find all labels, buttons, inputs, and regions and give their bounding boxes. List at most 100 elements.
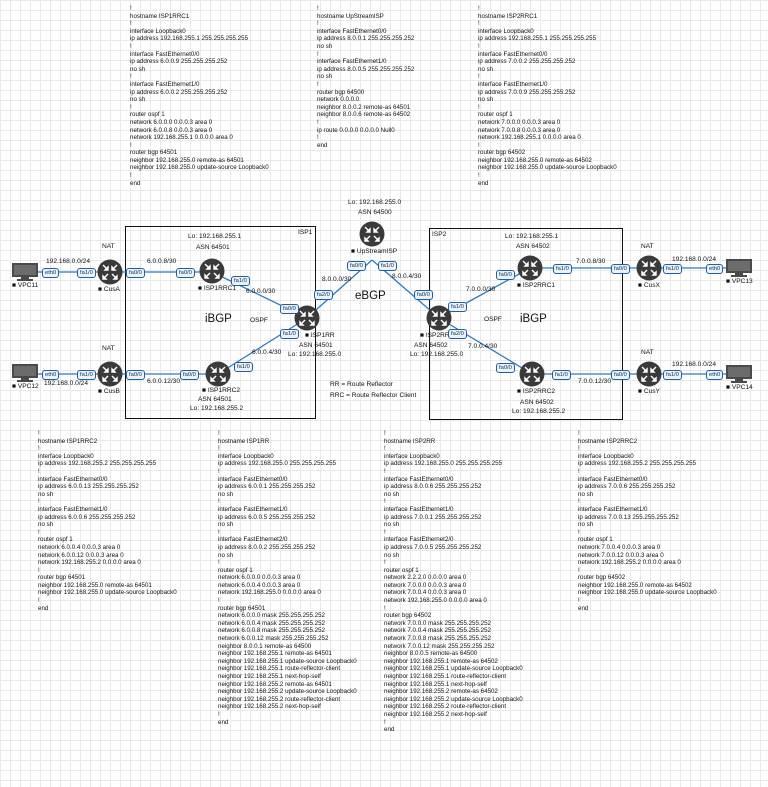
isp2rrc2-node[interactable] xyxy=(519,361,545,392)
config-line: network 192.168.255.2 0.0.0.0 area 0 xyxy=(38,559,141,567)
config-line: interface FastEthernet1/0 xyxy=(478,80,548,88)
vpc13-node[interactable] xyxy=(724,258,754,283)
config-line: neighbor 192.168.255.1 remote-as 64501 xyxy=(218,650,332,658)
isp1rrc1-lo: Lo: 192.168.255.1 xyxy=(188,233,242,240)
port-rr2-fa2[interactable]: fa2/0 xyxy=(448,329,467,339)
port-cusy-fa1[interactable]: fa1/0 xyxy=(663,370,682,380)
pc-icon xyxy=(12,263,38,281)
config-line: ! xyxy=(578,467,580,475)
port-cusx-fa0[interactable]: fa0/0 xyxy=(611,264,630,274)
upstream-label: ■ UpStreamISP xyxy=(351,248,398,255)
pc-icon xyxy=(726,365,752,383)
config-line: neighbor 8.0.0.5 remote-as 64500 xyxy=(384,650,478,658)
vpc12-node[interactable] xyxy=(10,363,40,388)
port-rrc2b-fa0[interactable]: fa0/0 xyxy=(496,363,515,373)
config-line: no sh xyxy=(384,490,400,498)
config-line: no sh xyxy=(578,521,594,529)
config-line: interface FastEthernet1/0 xyxy=(38,505,108,513)
port-vpc12-eth0[interactable]: eth0 xyxy=(42,370,60,380)
port-up-fa0[interactable]: fa0/0 xyxy=(347,261,366,271)
config-line: interface FastEthernet0/0 xyxy=(384,475,454,483)
config-line: router bgp 64501 xyxy=(218,604,266,612)
config-line: ! xyxy=(578,566,580,574)
config-line: ! xyxy=(218,528,220,536)
config-line: network 6.0.0.0 0.0.0.3 area 0 xyxy=(218,574,301,582)
config-line: ! xyxy=(38,467,40,475)
config-line: neighbor 192.168.255.2 remote-as 64501 xyxy=(218,680,332,688)
config-line: neighbor 192.168.255.1 update-source Loo… xyxy=(384,665,523,673)
port-rrc1-fa0[interactable]: fa0/0 xyxy=(176,268,195,278)
config-line: network 192.168.255.1 0.0.0.0 area 0 xyxy=(130,134,233,142)
config-line: end xyxy=(38,604,49,612)
isp1rrc1-node[interactable] xyxy=(199,258,225,289)
config-line: ! xyxy=(130,20,132,28)
config-line: ip address 192.168.255.1 255.255.255.255 xyxy=(130,35,249,43)
port-vpc14-eth0[interactable]: eth0 xyxy=(706,370,724,380)
port-rrc1b-fa0[interactable]: fa0/0 xyxy=(496,270,515,280)
upstream-node[interactable] xyxy=(359,221,385,252)
isp1rr-node[interactable] xyxy=(294,305,320,336)
config-line: no sh xyxy=(130,65,146,73)
port-cusa-fa1[interactable]: fa1/0 xyxy=(77,268,96,278)
cusb-node[interactable] xyxy=(97,361,123,392)
cusy-node[interactable] xyxy=(636,361,662,392)
config-line: hostname ISP1RRC1 xyxy=(130,12,190,20)
subnet-rrc1-x: 7.0.0.8/30 xyxy=(576,258,606,265)
config-line: ip address 8.0.0.1 255.255.255.252 xyxy=(317,35,415,43)
cusx-node[interactable] xyxy=(636,255,662,286)
config-line: ! xyxy=(384,528,386,536)
config-line: network 6.0.0.8 mask 255.255.255.252 xyxy=(218,627,325,635)
router-icon xyxy=(97,361,123,387)
port-vpc13-eth0[interactable]: eth0 xyxy=(706,264,724,274)
port-rr1-fa2[interactable]: fa2/0 xyxy=(314,290,333,300)
config-line: ! xyxy=(478,141,480,149)
port-rrc1-fa1[interactable]: fa1/0 xyxy=(231,276,250,286)
port-rrc2-fa1[interactable]: fa1/0 xyxy=(234,362,253,372)
config-line: network 7.0.0.0 0.0.0.3 area 0 xyxy=(384,581,467,589)
config-line: hostname ISP1RRC2 xyxy=(38,437,98,445)
port-vpc11-eth0[interactable]: eth0 xyxy=(42,268,60,278)
cusa-label: ■ CusA xyxy=(98,286,120,293)
config-line: neighbor 192.168.255.0 remote-as 64501 xyxy=(130,156,244,164)
port-up-fa1[interactable]: fa1/0 xyxy=(378,261,397,271)
config-line: ! xyxy=(130,103,132,111)
config-line: ! xyxy=(384,559,386,567)
router-icon xyxy=(199,258,225,284)
config-line: network 6.0.0.8 0.0.0.3 area 0 xyxy=(130,126,213,134)
port-rrc1b-fa1[interactable]: fa1/0 xyxy=(553,264,572,274)
port-cusb-fa0[interactable]: fa0/0 xyxy=(126,370,145,380)
config-line: network 6.0.0.4 mask 255.255.255.252 xyxy=(218,619,325,627)
config-line: hostname ISP2RRC1 xyxy=(478,12,538,20)
config-line: no sh xyxy=(578,490,594,498)
config-line: ip address 6.0.0.9 255.255.255.252 xyxy=(130,58,228,66)
config-line: neighbor 192.168.255.2 remote-as 64502 xyxy=(384,688,498,696)
port-rrc2b-fa1[interactable]: fa1/0 xyxy=(552,370,571,380)
cusa-node[interactable] xyxy=(97,259,123,290)
port-cusa-fa0[interactable]: fa0/0 xyxy=(126,268,145,278)
config-line: ! xyxy=(384,445,386,453)
vpc11-node[interactable] xyxy=(10,262,40,287)
port-cusy-fa0[interactable]: fa0/0 xyxy=(611,370,630,380)
config-line: end xyxy=(578,604,589,612)
config-line: no sh xyxy=(218,490,234,498)
port-rr1-fa1[interactable]: fa1/0 xyxy=(280,329,299,339)
port-rr1-fa0[interactable]: fa0/0 xyxy=(280,304,299,314)
router-icon xyxy=(294,305,320,331)
isp2rrc1-node[interactable] xyxy=(517,255,543,286)
config-line: interface FastEthernet0/0 xyxy=(317,27,387,35)
vpc14-node[interactable] xyxy=(724,364,754,389)
config-line: no sh xyxy=(317,42,333,50)
config-line: interface FastEthernet1/0 xyxy=(384,505,454,513)
port-rr2-fa0[interactable]: fa0/0 xyxy=(414,290,433,300)
nat-label-cusy: NAT xyxy=(641,349,654,356)
port-rr2-fa1[interactable]: fa1/0 xyxy=(448,302,467,312)
isp1rrc2-node[interactable] xyxy=(205,361,231,392)
port-cusx-fa1[interactable]: fa1/0 xyxy=(663,264,682,274)
isp2rr-node[interactable] xyxy=(426,305,452,336)
port-rrc2-fa0[interactable]: fa0/0 xyxy=(180,370,199,380)
isp1rrc2-lo: Lo: 192.168.255.2 xyxy=(190,405,244,412)
isp2-area-title: ISP2 xyxy=(432,231,447,238)
port-cusb-fa1[interactable]: fa1/0 xyxy=(77,370,96,380)
config-line: neighbor 192.168.255.2 route-reflector-c… xyxy=(218,695,341,703)
